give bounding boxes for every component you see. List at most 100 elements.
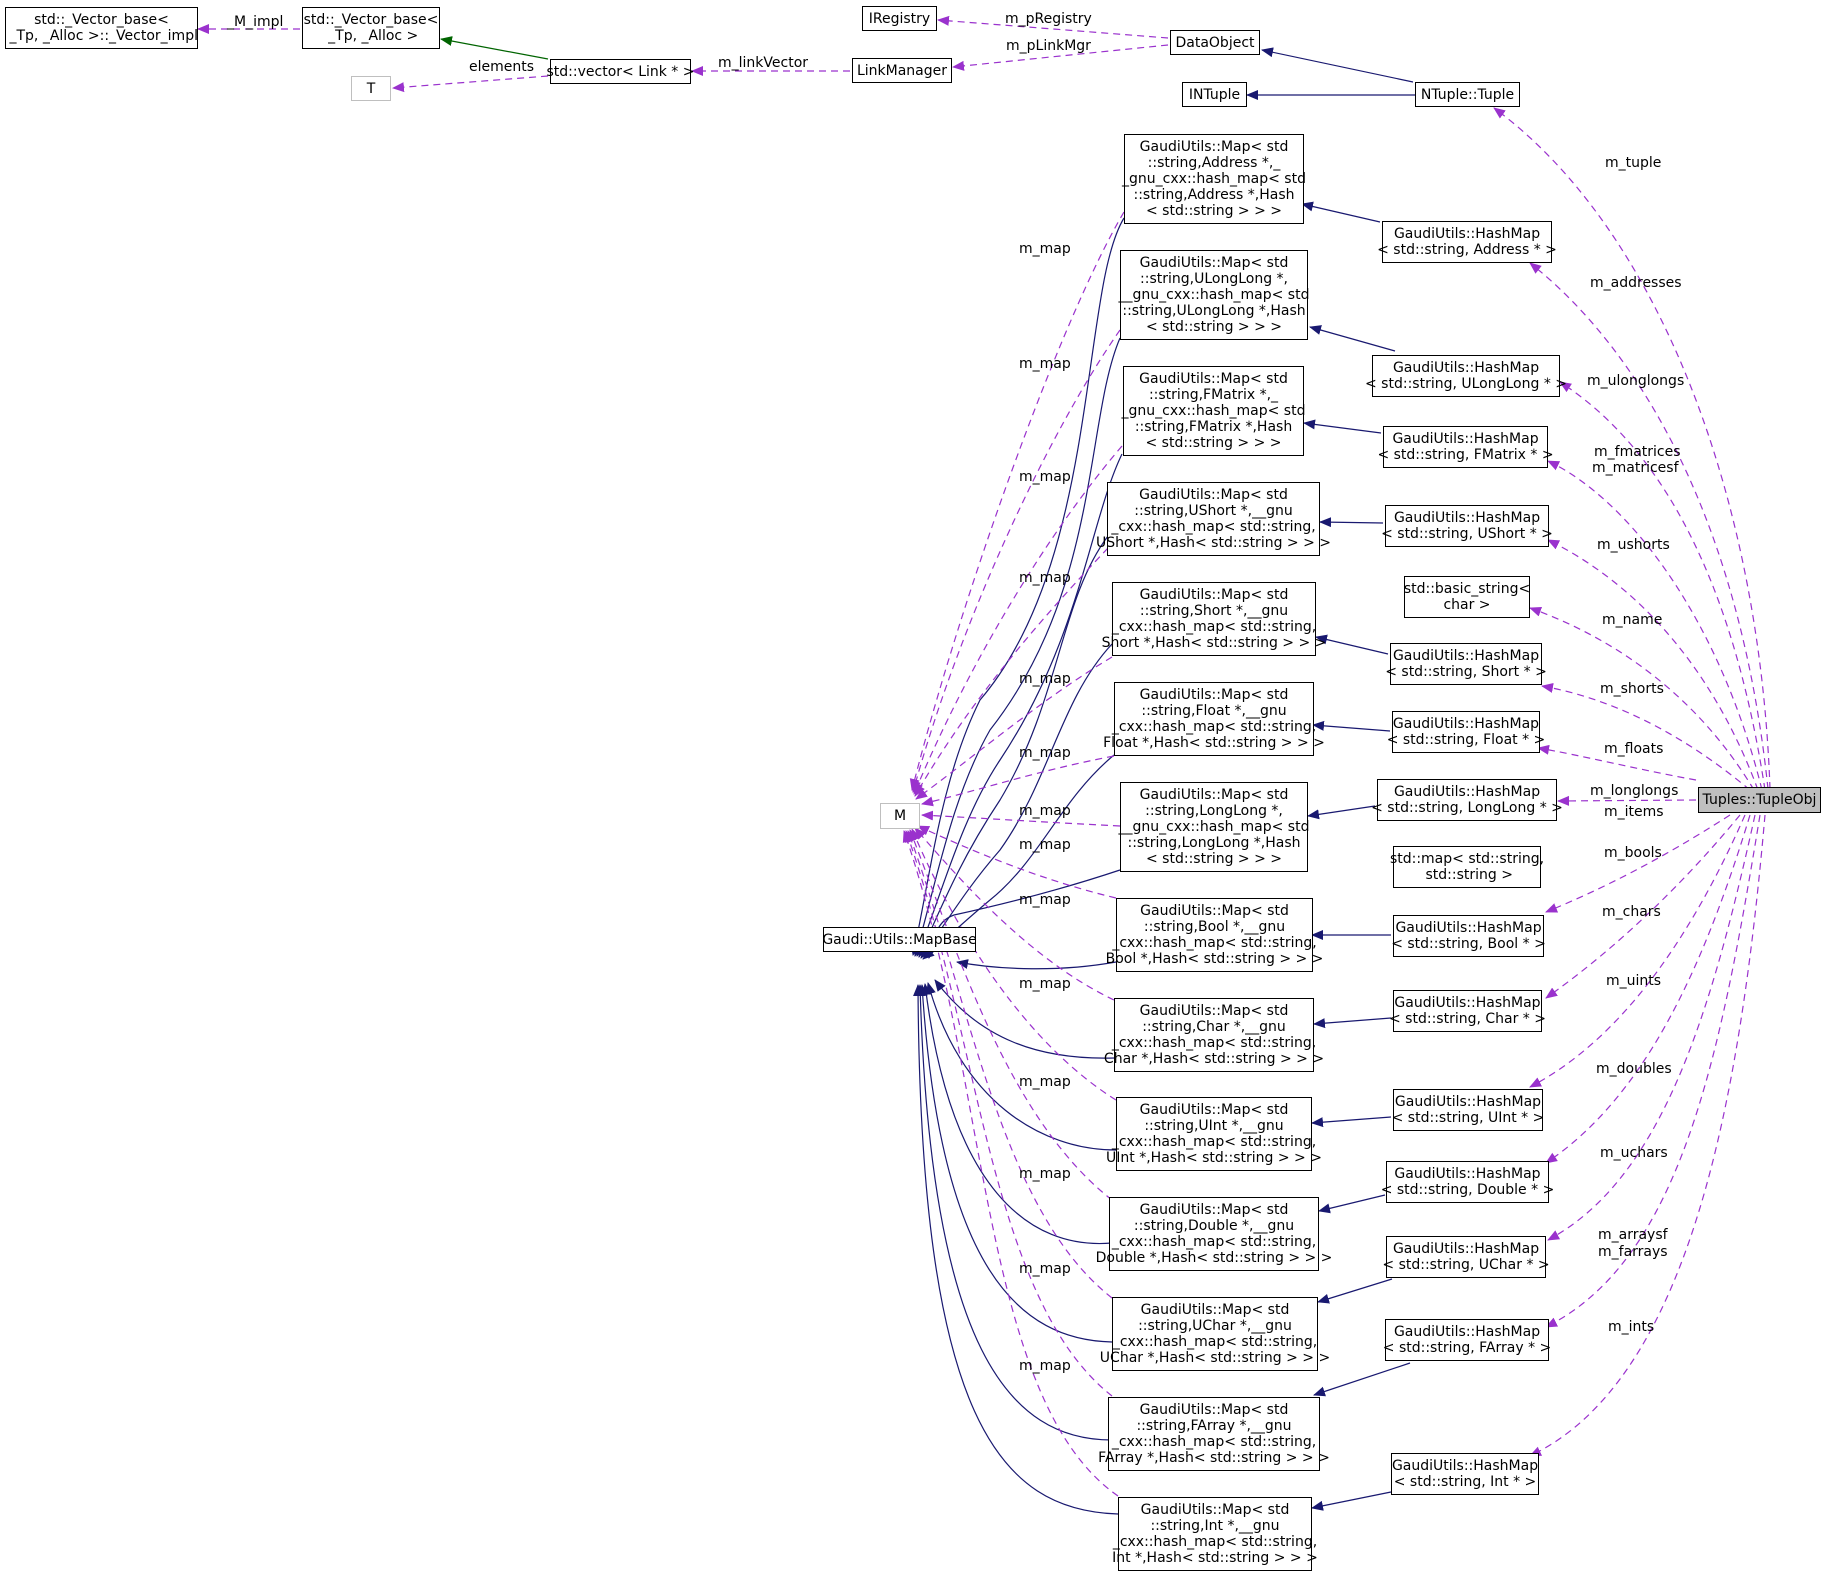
edge-elements: [392, 75, 549, 93]
edge-ntuple-to-dataobject: [1261, 47, 1414, 83]
label-m-shorts: m_shorts: [1600, 681, 1664, 697]
label-m-map-6: m_map: [1019, 745, 1071, 761]
label-m-ushorts: m_ushorts: [1597, 537, 1670, 553]
edge-m-ulonglongs: [1559, 381, 1766, 791]
edge-mmap-2: [911, 329, 1121, 793]
node-map-farray[interactable]: GaudiUtils::Map< std ::string,FArray *,_…: [1098, 1397, 1330, 1471]
edge-m-fmatrices: [1547, 460, 1763, 791]
label-m-ulonglongs: m_ulonglongs: [1587, 373, 1684, 389]
node-hashmap-uint[interactable]: GaudiUtils::HashMap < std::string, UInt …: [1392, 1089, 1544, 1131]
label-m-floats: m_floats: [1604, 741, 1663, 757]
edge-mmap-12: [907, 830, 1113, 1299]
edge-mmap-4: [914, 547, 1109, 797]
edge-m-name: [1529, 606, 1755, 791]
node-map-longlong[interactable]: GaudiUtils::Map< std ::string,LongLong *…: [1119, 782, 1309, 872]
label-m-arraysf: m_arraysf: [1598, 1227, 1669, 1243]
node-hashmap-farray[interactable]: GaudiUtils::HashMap < std::string, FArra…: [1383, 1319, 1551, 1361]
label-m-map-3: m_map: [1019, 469, 1071, 485]
edge-mmap-8: [917, 825, 1117, 899]
node-map-address[interactable]: GaudiUtils::Map< std ::string,Address *,…: [1122, 134, 1306, 224]
label-m-map-10: m_map: [1019, 976, 1071, 992]
label-m-items: m_items: [1604, 804, 1664, 820]
edge-map-ulonglong-base: [913, 337, 1121, 957]
edge-mmap-3: [913, 445, 1123, 795]
label-m-map-9: m_map: [1019, 892, 1071, 908]
label-m-fmatrices: m_fmatrices: [1594, 444, 1681, 460]
node-hashmap-char[interactable]: GaudiUtils::HashMap < std::string, Char …: [1389, 990, 1546, 1032]
node-tuple-obj[interactable]: Tuples::TupleObj: [1698, 787, 1821, 813]
node-vector-impl[interactable]: std::_Vector_base< _Tp, _Alloc >::_Vecto…: [5, 7, 198, 49]
label-m-doubles: m_doubles: [1596, 1061, 1672, 1077]
edge-map-bool-base: [956, 959, 1117, 970]
edge-m-addresses: [1529, 262, 1769, 790]
edge-m-floats: [1537, 744, 1697, 781]
edge-map-farray-base: [915, 984, 1113, 1441]
node-intuple[interactable]: INTuple: [1182, 82, 1247, 107]
node-map-base[interactable]: Gaudi::Utils::MapBase: [822, 927, 977, 952]
label-m-map-13: m_map: [1019, 1261, 1071, 1277]
node-hashmap-short[interactable]: GaudiUtils::HashMap < std::string, Short…: [1385, 643, 1547, 685]
edge-vector-base-to-vector-link: [440, 36, 549, 60]
node-hashmap-float[interactable]: GaudiUtils::HashMap < std::string, Float…: [1387, 711, 1545, 753]
edge-mmap-10: [911, 828, 1117, 1101]
label-m-map-1: m_map: [1019, 241, 1071, 257]
edge-map-fmatrix-base: [916, 453, 1123, 957]
edge-hm-address: [1301, 201, 1381, 223]
node-hashmap-longlong[interactable]: GaudiUtils::HashMap < std::string, LongL…: [1371, 779, 1563, 821]
edge-hm-fmatrix: [1303, 419, 1382, 434]
label-m-name: m_name: [1602, 612, 1662, 628]
node-link-manager[interactable]: LinkManager: [852, 58, 952, 83]
node-map-ulonglong[interactable]: GaudiUtils::Map< std ::string,ULongLong …: [1119, 250, 1309, 340]
edge-m-plinkmgr: [952, 44, 1169, 71]
label-m-uints: m_uints: [1606, 973, 1661, 989]
node-hashmap-bool[interactable]: GaudiUtils::HashMap < std::string, Bool …: [1391, 915, 1546, 957]
node-vector-link[interactable]: std::vector< Link * >: [547, 59, 695, 84]
node-hashmap-uchar[interactable]: GaudiUtils::HashMap < std::string, UChar…: [1382, 1236, 1550, 1278]
label-elements: elements: [469, 59, 534, 75]
edge-map-uchar-base: [917, 984, 1113, 1343]
edge-hm-farray: [1313, 1362, 1411, 1397]
node-hashmap-int[interactable]: GaudiUtils::HashMap < std::string, Int *…: [1391, 1453, 1539, 1495]
edge-m-doubles: [1545, 814, 1751, 1164]
node-template-M[interactable]: M: [880, 803, 920, 829]
edge-m-uints: [1529, 814, 1746, 1088]
edge-map-uint-base: [926, 982, 1117, 1151]
node-hashmap-ushort[interactable]: GaudiUtils::HashMap < std::string, UShor…: [1381, 505, 1553, 547]
node-hashmap-address[interactable]: GaudiUtils::HashMap < std::string, Addre…: [1377, 221, 1557, 263]
node-map-double[interactable]: GaudiUtils::Map< std ::string,Double *,_…: [1096, 1197, 1332, 1271]
node-map-short[interactable]: GaudiUtils::Map< std ::string,Short *,__…: [1102, 582, 1326, 656]
node-ntuple-tuple[interactable]: NTuple::Tuple: [1415, 82, 1520, 107]
node-map-ushort[interactable]: GaudiUtils::Map< std ::string,UShort *,_…: [1096, 482, 1331, 556]
edge-map-char-base: [934, 979, 1115, 1059]
node-map-float[interactable]: GaudiUtils::Map< std ::string,Float *,__…: [1103, 682, 1325, 756]
node-map-bool[interactable]: GaudiUtils::Map< std ::string,Bool *,__g…: [1106, 898, 1323, 972]
node-data-object[interactable]: DataObject: [1170, 30, 1260, 55]
node-iregistry[interactable]: IRegistry: [862, 6, 937, 31]
node-template-T[interactable]: T: [351, 76, 391, 101]
node-map-int[interactable]: GaudiUtils::Map< std ::string,Int *,__gn…: [1112, 1497, 1318, 1571]
node-hashmap-ulonglong[interactable]: GaudiUtils::HashMap < std::string, ULong…: [1365, 355, 1567, 397]
node-vector-base[interactable]: std::_Vector_base< _Tp, _Alloc >: [302, 7, 440, 49]
edge-mmap-1: [909, 211, 1125, 791]
node-map-uchar[interactable]: GaudiUtils::Map< std ::string,UChar *,__…: [1100, 1297, 1330, 1371]
node-map-fmatrix[interactable]: GaudiUtils::Map< std ::string,FMatrix *,…: [1122, 366, 1305, 456]
edge-hm-int: [1311, 1491, 1392, 1511]
edge-hm-ushort: [1319, 517, 1384, 528]
edge-hm-uchar: [1317, 1278, 1393, 1304]
label-m-map-12: m_map: [1019, 1166, 1071, 1182]
edge-mmap-7: [921, 810, 1121, 827]
label-m-addresses: m_addresses: [1590, 275, 1682, 291]
node-map-uint[interactable]: GaudiUtils::Map< std ::string,UInt *,__g…: [1106, 1097, 1322, 1171]
node-hashmap-double[interactable]: GaudiUtils::HashMap < std::string, Doubl…: [1381, 1161, 1554, 1203]
edge-m-chars: [1545, 814, 1741, 999]
edge-map-address-base: [910, 217, 1125, 956]
label-m-pregistry: m_pRegistry: [1005, 11, 1092, 27]
label-m-tuple: m_tuple: [1605, 155, 1661, 171]
label-m-bools: m_bools: [1604, 845, 1662, 861]
label-m-map-14: m_map: [1019, 1358, 1071, 1374]
edge-hm-longlong: [1307, 805, 1376, 820]
node-std-map[interactable]: std::map< std::string, std::string >: [1390, 846, 1544, 888]
node-map-char[interactable]: GaudiUtils::Map< std ::string,Char *,__g…: [1104, 998, 1324, 1072]
node-basic-string[interactable]: std::basic_string< char >: [1404, 576, 1530, 618]
node-hashmap-fmatrix[interactable]: GaudiUtils::HashMap < std::string, FMatr…: [1377, 426, 1554, 468]
